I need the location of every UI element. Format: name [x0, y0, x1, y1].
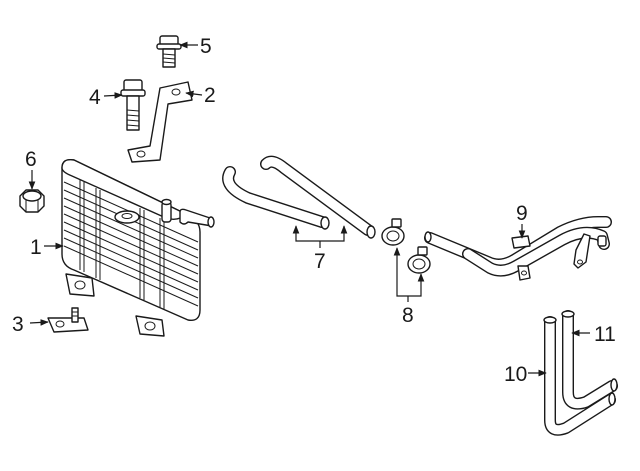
bracket-3-drawing: [47, 307, 89, 333]
clamps-8-drawing: [381, 218, 431, 274]
leader-4: [103, 92, 123, 99]
callout-4: 4: [89, 86, 101, 109]
callout-3: 3: [12, 313, 24, 336]
callout-10: 10: [504, 363, 527, 386]
leader-7: [292, 225, 348, 242]
callout-8: 8: [402, 304, 414, 327]
callout-7: 7: [314, 250, 326, 273]
hoses-7-drawing: [222, 155, 376, 239]
callout-2: 2: [204, 84, 216, 107]
callout-labels: 1 2 3 4 5 6 7 8 9 10 11: [12, 35, 616, 386]
tube-9-drawing: [424, 216, 612, 281]
oil-cooler-1-drawing: [61, 158, 215, 337]
leader-lines: [28, 41, 590, 377]
callout-1: 1: [30, 236, 42, 259]
nut-6-drawing: [19, 189, 45, 213]
hoses-10-11-drawing: [543, 310, 618, 436]
bracket-2-drawing: [127, 81, 193, 163]
callout-5: 5: [200, 35, 212, 58]
bolt-4-drawing: [120, 79, 146, 131]
callout-9: 9: [516, 202, 528, 225]
callout-6: 6: [25, 148, 37, 171]
leader-3: [29, 319, 49, 326]
leader-2: [185, 90, 203, 98]
leader-8: [393, 247, 425, 297]
bolt-5-drawing: [156, 35, 182, 68]
callout-11: 11: [594, 323, 616, 346]
